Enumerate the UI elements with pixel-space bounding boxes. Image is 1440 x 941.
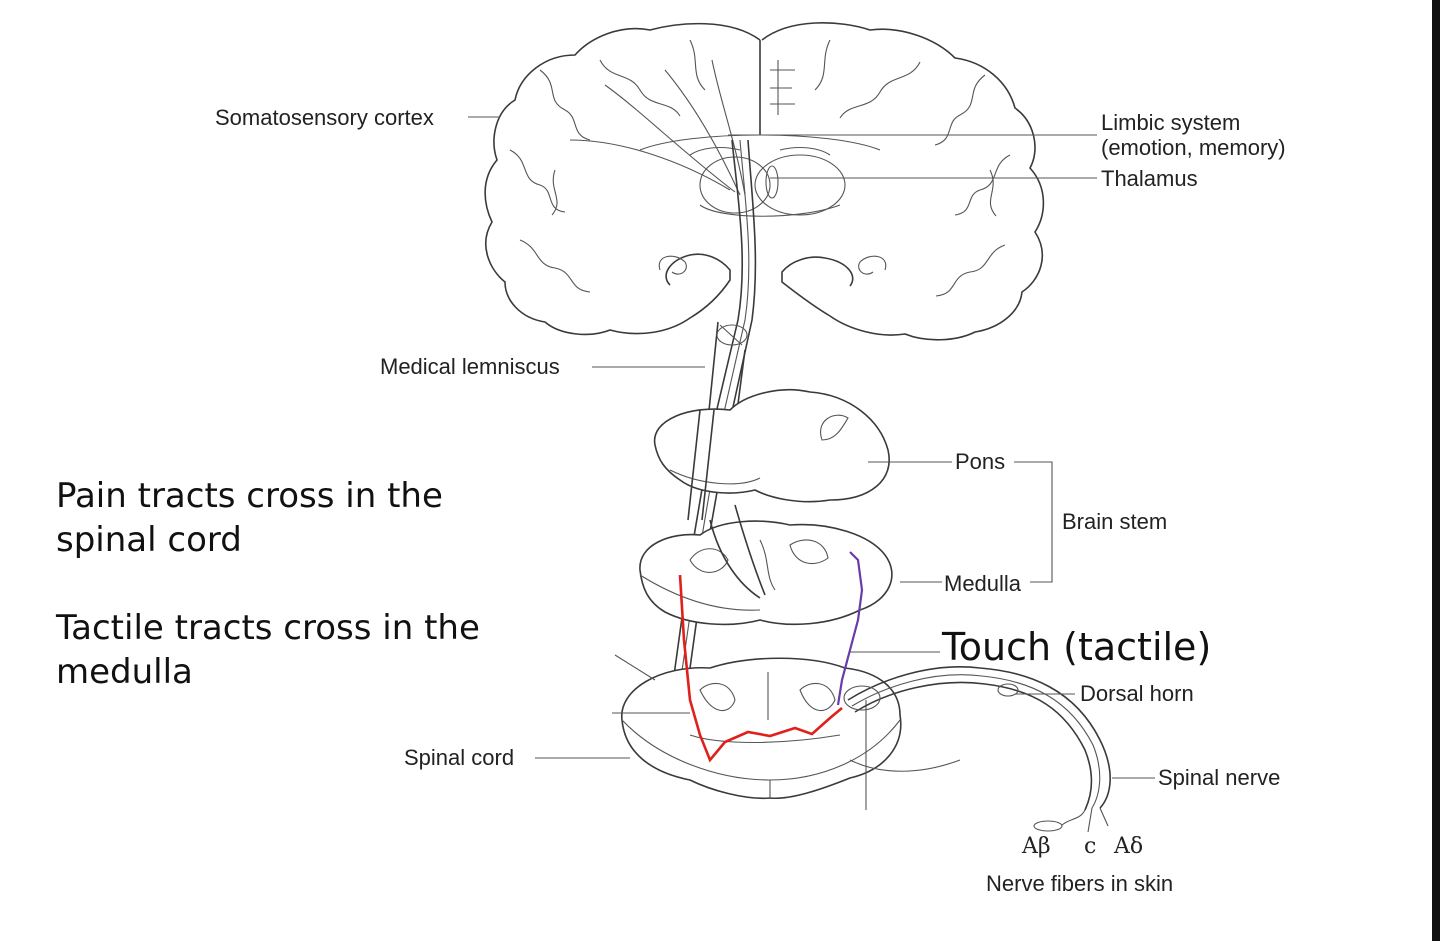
dorsal-horn-label: Dorsal horn (1080, 681, 1194, 706)
pons-section-icon (653, 388, 890, 503)
somatosensory-cortex-label: Somatosensory cortex (215, 105, 434, 130)
frame-edge (1432, 0, 1440, 941)
c-fiber-label: c (1084, 834, 1097, 859)
tactile-note-line1: Tactile tracts cross in the (56, 608, 480, 648)
touch-tactile-label: Touch (tactile) (942, 625, 1212, 669)
nerve-fibers-in-skin-label: Nerve fibers in skin (986, 871, 1174, 896)
spinal-nerve-icon (843, 666, 1111, 833)
limbic-system-label: Limbic system (1101, 110, 1241, 135)
leader-lines (468, 116, 1155, 779)
pain-tract-path (678, 574, 843, 763)
medical-lemniscus-label: Medical lemniscus (380, 354, 560, 379)
thalamus-label: Thalamus (1101, 166, 1198, 191)
limbic-system-sublabel: (emotion, memory) (1101, 135, 1286, 160)
ascending-tract-tube (664, 139, 757, 741)
medulla-section-icon (639, 504, 893, 626)
a-beta-fiber-label: Aβ (1022, 834, 1051, 859)
medulla-label: Medulla (944, 571, 1022, 596)
tactile-tract-path (836, 551, 864, 706)
pons-label: Pons (955, 449, 1006, 474)
brain-coronal-section-icon (484, 22, 1045, 341)
a-delta-fiber-label: Aδ (1114, 834, 1144, 859)
spinal-cord-label: Spinal cord (404, 745, 515, 770)
pain-note-line2: spinal cord (56, 520, 242, 560)
spinal-cord-section-icon (612, 654, 961, 810)
brain-stem-label: Brain stem (1062, 509, 1168, 534)
pain-note-line1: Pain tracts cross in the (56, 476, 443, 516)
tactile-note-line2: medulla (56, 652, 193, 692)
spinal-nerve-label: Spinal nerve (1158, 765, 1281, 790)
